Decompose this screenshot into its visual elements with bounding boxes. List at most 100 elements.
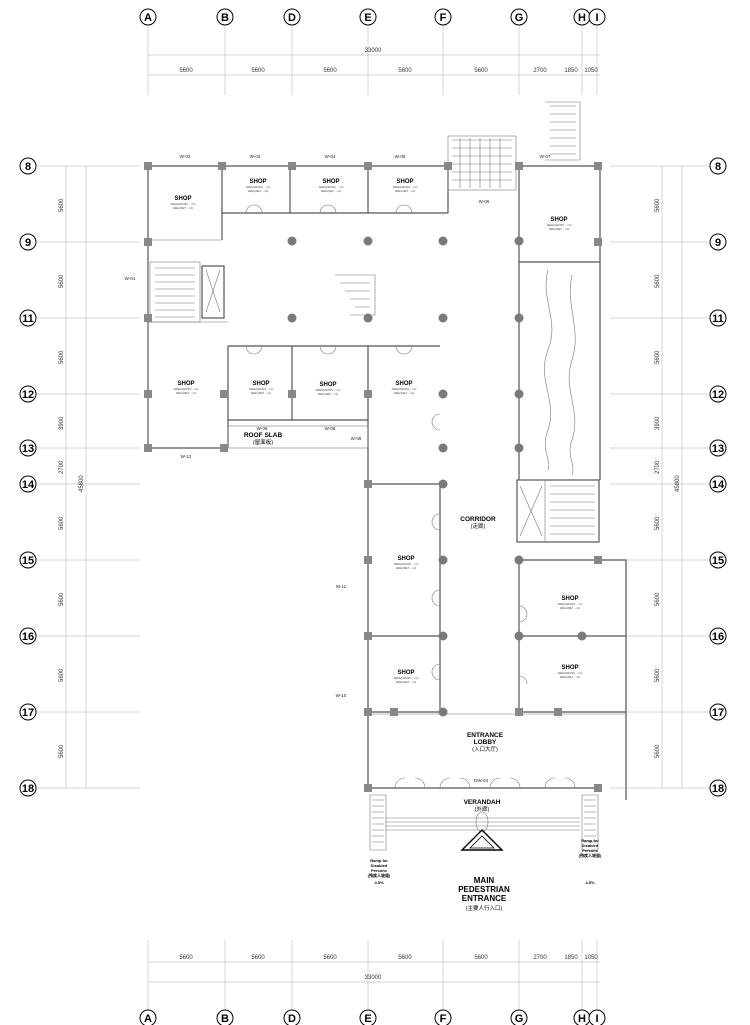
window-tag: W-02	[180, 154, 191, 159]
svg-text:B: B	[221, 1013, 229, 1025]
room-name: SHOP	[396, 179, 413, 185]
structural-columns	[144, 162, 602, 792]
main-entrance-arrow-icon	[460, 829, 504, 851]
room-area: AREA(NET: ...m²)	[549, 227, 569, 231]
grid-bubble-h-top: H	[573, 8, 591, 26]
total-height-dim: 45800	[79, 475, 85, 492]
grid-bubble-f-bottom: F	[434, 1009, 452, 1025]
grid-bubbles-left: 8 9 11 12 13 14 15 16 17 18	[19, 157, 37, 797]
span-dim: 5600	[655, 516, 661, 530]
span-dim: 5600	[59, 516, 65, 530]
svg-text:I: I	[595, 12, 598, 24]
window-tag: W-03	[250, 154, 261, 159]
grid-bubble-11-right: 11	[709, 309, 727, 327]
span-dim: 3900	[59, 416, 65, 430]
shop-room: SHOP AREA(GROSS: ...m²) AREA(NET: ...m²)	[249, 381, 274, 395]
span-dim: 5600	[474, 955, 488, 961]
svg-text:13: 13	[22, 443, 34, 455]
grid-bubble-12-right: 12	[709, 385, 727, 403]
total-height-dim: 45800	[675, 475, 681, 492]
room-area: AREA(NET: ...m²)	[321, 189, 341, 193]
grid-bubbles-top: A B D E F G H I	[139, 8, 606, 26]
room-area: AREA(NET: ...m²)	[395, 189, 415, 193]
span-dim: 5600	[655, 198, 661, 212]
svg-text:17: 17	[712, 707, 724, 719]
grid-bubble-14-left: 14	[19, 475, 37, 493]
ramp-slope: 4.5%	[585, 880, 595, 885]
span-dim: 5600	[655, 350, 661, 364]
entrance-lobby-cn: (入口大厅)	[472, 745, 498, 753]
ramp-right-label: Ramp for Disabled Persons (残疾人坡道) 4.5%	[579, 838, 602, 885]
svg-text:11: 11	[712, 313, 724, 325]
dimensions-top: 33000 5600 5600 5600 5600 5600 2700 1850…	[147, 25, 600, 95]
entrance-lobby-label: ENTRANCE LOBBY (入口大厅)	[467, 732, 504, 753]
shop-room: SHOP AREA(GROSS: ...m²) AREA(NET: ...m²)	[547, 217, 572, 231]
room-name: SHOP	[397, 556, 414, 562]
grid-bubble-b-top: B	[216, 8, 234, 26]
span-dim: 5600	[59, 198, 65, 212]
room-area: AREA(GROSS: ...m²)	[171, 202, 196, 206]
window-tag: W-09	[257, 426, 268, 431]
span-dim: 2700	[533, 68, 547, 74]
svg-text:9: 9	[715, 237, 721, 249]
span-dim: 5600	[59, 744, 65, 758]
main-entrance-text: PEDESTRIAN	[458, 885, 510, 894]
span-dim: 5600	[59, 350, 65, 364]
svg-text:H: H	[578, 1013, 586, 1025]
grid-bubble-17-left: 17	[19, 703, 37, 721]
dimensions-right: 5600 5600 5600 3900 2700 5600 5600 5600 …	[610, 165, 710, 789]
svg-text:8: 8	[25, 161, 31, 173]
room-area: AREA(GROSS: ...m²)	[246, 185, 271, 189]
room-area: AREA(GROSS: ...m²)	[558, 671, 583, 675]
grid-bubble-a-top: A	[139, 8, 157, 26]
entrance-lobby-title: ENTRANCE	[467, 732, 504, 739]
shop-room: SHOP AREA(GROSS: ...m²) AREA(NET: ...m²)	[316, 382, 341, 396]
grid-bubble-h-bottom: H	[573, 1009, 591, 1025]
room-area: AREA(NET: ...m²)	[396, 680, 416, 684]
span-dim: 1850	[564, 955, 578, 961]
span-dim: 5600	[59, 274, 65, 288]
entrance-steps	[369, 794, 599, 851]
grid-bubble-16-right: 16	[709, 627, 727, 645]
span-dim: 5600	[179, 68, 193, 74]
span-dim: 2700	[533, 955, 547, 961]
grid-bubble-13-right: 13	[709, 439, 727, 457]
window-tag: W-05	[395, 154, 406, 159]
room-area: AREA(GROSS: ...m²)	[393, 185, 418, 189]
grid-bubble-i-bottom: I	[588, 1009, 606, 1025]
shop-room: SHOP AREA(GROSS: ...m²) AREA(NET: ...m²)	[319, 179, 344, 193]
ramp-text: Ramp for	[370, 858, 388, 863]
door-tag: DW-04	[474, 778, 488, 783]
window-tags: W-02 W-03 W-04 W-05 W-07 W-06 W-01 W-09 …	[125, 154, 551, 698]
verandah-label: VERANDAH (外廊)	[464, 799, 501, 813]
room-name: SHOP	[561, 596, 578, 602]
room-area: AREA(NET: ...m²)	[251, 391, 271, 395]
total-width-dim: 33000	[365, 975, 382, 981]
svg-text:8: 8	[715, 161, 721, 173]
svg-text:H: H	[578, 12, 586, 24]
room-area: AREA(GROSS: ...m²)	[392, 387, 417, 391]
shop-room: SHOP AREA(GROSS: ...m²) AREA(NET: ...m²)	[558, 665, 583, 679]
room-name: SHOP	[319, 382, 336, 388]
grid-bubble-15-left: 15	[19, 551, 37, 569]
corridor-label: CORRIDOR (走廊)	[460, 516, 496, 530]
span-dim: 2700	[655, 460, 661, 474]
total-width-dim: 33000	[365, 48, 382, 54]
window-tag: W-04	[325, 154, 336, 159]
room-area: AREA(NET: ...m²)	[248, 189, 268, 193]
entrance-lobby-title: LOBBY	[474, 739, 497, 746]
room-area: AREA(GROSS: ...m²)	[394, 676, 419, 680]
span-dim: 5600	[59, 668, 65, 682]
span-dim: 5600	[655, 668, 661, 682]
svg-text:D: D	[288, 1013, 296, 1025]
shop-room: SHOP AREA(GROSS: ...m²) AREA(NET: ...m²)	[394, 670, 419, 684]
shop-labels: SHOP AREA(GROSS: ...m²) AREA(NET: ...m²)…	[171, 179, 583, 684]
shop-room: SHOP AREA(GROSS: ...m²) AREA(NET: ...m²)	[392, 381, 417, 395]
room-name: SHOP	[174, 196, 191, 202]
svg-text:E: E	[364, 1013, 371, 1025]
grid-bubble-g-bottom: G	[510, 1009, 528, 1025]
grid-bubbles-bottom: A B D E F G H I	[139, 1009, 606, 1025]
grid-bubble-d-bottom: D	[283, 1009, 301, 1025]
room-area: AREA(GROSS: ...m²)	[558, 602, 583, 606]
grid-bubble-15-right: 15	[709, 551, 727, 569]
